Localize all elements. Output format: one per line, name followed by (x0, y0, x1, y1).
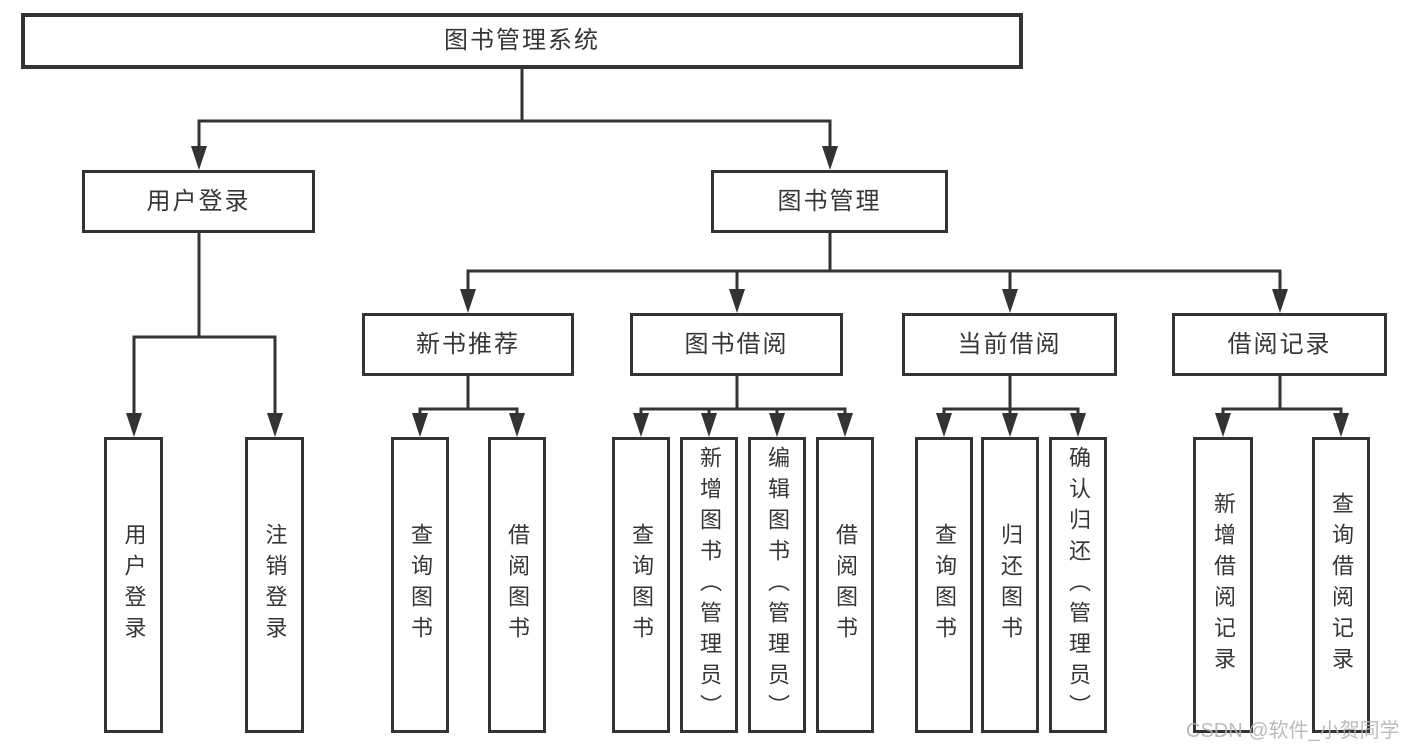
leaf-query-books-borrow: 查询图书 (612, 437, 670, 733)
leaf-label: 用户登录 (121, 523, 147, 647)
node-label: 当前借阅 (957, 330, 1062, 358)
leaf-add-borrow-record: 新增借阅记录 (1193, 437, 1253, 733)
leaf-add-book-admin: 新增图书（管理员） (680, 437, 738, 733)
node-book-management: 图书管理 (711, 170, 948, 233)
leaf-user-login: 用户登录 (104, 437, 163, 733)
leaf-return-books: 归还图书 (981, 437, 1039, 733)
node-current-borrowing: 当前借阅 (902, 313, 1117, 376)
node-user-login: 用户登录 (82, 170, 315, 233)
node-library-management-system: 图书管理系统 (21, 13, 1023, 69)
leaf-query-borrow-record: 查询借阅记录 (1312, 437, 1370, 733)
leaf-label: 查询图书 (408, 523, 433, 647)
leaf-query-books-current: 查询图书 (915, 437, 973, 733)
leaf-query-books-recommend: 查询图书 (391, 437, 449, 733)
leaf-borrow-books-recommend: 借阅图书 (488, 437, 546, 733)
watermark: CSDN @软件_小贺同学 (1186, 720, 1400, 742)
leaf-edit-book-admin: 编辑图书（管理员） (748, 437, 806, 733)
leaf-label: 注销登录 (262, 523, 288, 647)
leaf-label: 确认归还（管理员） (1066, 445, 1091, 725)
leaf-label: 借阅图书 (505, 523, 530, 647)
leaf-logout: 注销登录 (245, 437, 304, 733)
leaf-confirm-return-admin: 确认归还（管理员） (1049, 437, 1107, 733)
leaf-label: 借阅图书 (833, 523, 858, 647)
node-label: 图书借阅 (684, 330, 789, 358)
node-label: 借阅记录 (1227, 330, 1332, 358)
node-label: 用户登录 (146, 187, 251, 215)
node-label: 图书管理系统 (444, 27, 600, 54)
leaf-label: 归还图书 (998, 523, 1023, 647)
node-new-book-recommendation: 新书推荐 (362, 313, 574, 376)
node-borrowing-records: 借阅记录 (1172, 313, 1387, 376)
leaf-label: 新增借阅记录 (1211, 492, 1236, 678)
leaf-label: 新增图书（管理员） (697, 445, 722, 725)
leaf-label: 编辑图书（管理员） (765, 445, 790, 725)
leaf-borrow-books-borrow: 借阅图书 (816, 437, 874, 733)
leaf-label: 查询图书 (629, 523, 654, 647)
node-label: 图书管理 (777, 187, 882, 215)
node-book-borrowing: 图书借阅 (630, 313, 843, 376)
node-label: 新书推荐 (416, 330, 520, 358)
leaf-label: 查询借阅记录 (1329, 492, 1354, 678)
leaf-label: 查询图书 (932, 523, 957, 647)
